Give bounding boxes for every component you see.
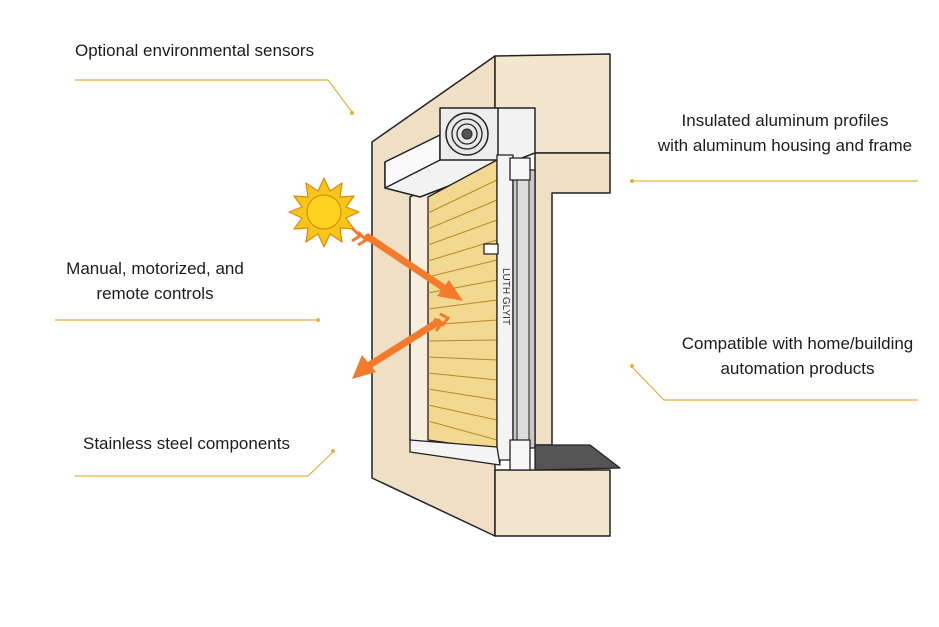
incoming-sun-arrow	[350, 226, 463, 301]
sun-icon	[288, 177, 360, 248]
leader-lines	[55, 79, 918, 477]
leader-automation	[631, 366, 918, 401]
frame-top-clip	[509, 157, 531, 181]
label-steel: Stainless steel components	[83, 431, 290, 456]
label-steel-text: Stainless steel components	[83, 434, 290, 453]
frame-text: LUTH GLYIT	[500, 268, 511, 325]
label-insulated-line2: with aluminum housing and frame	[657, 136, 913, 155]
leader-sensors	[75, 79, 353, 113]
wall-bottom-block	[494, 469, 611, 537]
label-automation-line1: Compatible with home/building	[681, 334, 914, 353]
rail-latch	[483, 243, 499, 255]
shutter-curtain	[427, 159, 498, 451]
label-insulated: Insulated aluminum profiles with aluminu…	[635, 108, 935, 158]
label-controls-line1: Manual, motorized, and	[66, 259, 244, 278]
label-sensors-text: Optional environmental sensors	[75, 41, 315, 60]
window-frame: LUTH GLYIT	[483, 154, 536, 471]
reflected-sun-arrow	[352, 312, 451, 379]
label-controls-line2: remote controls	[96, 284, 214, 303]
wall-right-jamb	[534, 152, 611, 446]
label-sensors: Optional environmental sensors	[75, 38, 314, 63]
label-controls: Manual, motorized, and remote controls	[40, 256, 270, 306]
label-automation: Compatible with home/building automation…	[660, 331, 935, 381]
label-automation-line2: automation products	[720, 359, 875, 378]
frame-bottom-clip	[509, 439, 531, 471]
glass-inner	[516, 179, 530, 443]
sills	[409, 439, 621, 471]
interior-sill	[534, 444, 621, 471]
label-insulated-line1: Insulated aluminum profiles	[681, 111, 889, 130]
roller-drum	[445, 112, 489, 156]
leader-steel	[75, 451, 334, 477]
exterior-sill	[409, 439, 501, 466]
